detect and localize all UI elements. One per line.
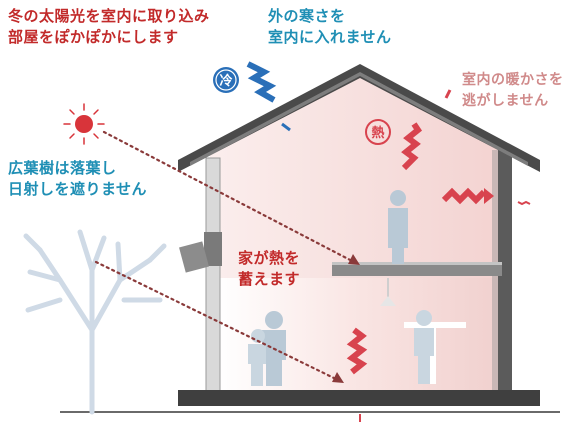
- warm-caption-line2: 逃がしません: [462, 93, 549, 109]
- heat-badge-text: 熱: [371, 125, 384, 141]
- left-wall: [205, 157, 221, 395]
- cold-caption-line2: 室内に入れません: [268, 28, 392, 46]
- person-icon-upstairs: [388, 190, 408, 264]
- warm-caption-line1: 室内の暖かさを: [462, 72, 564, 88]
- heat-blocked-icon: [517, 200, 531, 206]
- house-caption-line2: 蓄えます: [238, 270, 301, 288]
- tree-caption-line1: 広葉樹は落葉し: [8, 159, 117, 177]
- house-caption: 家が熱を 蓄えます: [238, 248, 300, 290]
- tree-icon: [23, 229, 167, 415]
- cold-blocked-icon: [281, 122, 291, 132]
- sun-caption-line2: 部屋をぽかぽかにします: [8, 28, 179, 46]
- window: [204, 232, 222, 266]
- sun-ray-lower: [94, 260, 340, 382]
- second-floor-slab: [332, 264, 502, 276]
- sun-caption-line1: 冬の太陽光を室内に取り込み: [8, 7, 210, 25]
- lamp-icon: [380, 296, 396, 306]
- sun-ray-upper-arrowhead: [348, 254, 360, 265]
- sun-ray-lower-arrowhead: [332, 372, 344, 383]
- sun-caption: 冬の太陽光を室内に取り込み 部屋をぽかぽかにします: [8, 6, 210, 48]
- cold-wave-icon: [246, 61, 277, 103]
- heat-wave-icon-upper: [401, 122, 423, 171]
- warm-caption: 室内の暖かさを 逃がしません: [462, 70, 564, 112]
- table: [404, 322, 466, 328]
- heat-wave-icon-lower: [346, 327, 368, 375]
- warm-escape-icon: [444, 89, 452, 99]
- second-floor-slab-top: [332, 262, 502, 265]
- house-caption-line1: 家が熱を: [238, 249, 301, 267]
- person-icon-downstairs-3: [414, 310, 434, 384]
- person-icon-downstairs-1: [262, 311, 286, 386]
- cold-badge-icon: [213, 67, 239, 93]
- heat-badge-icon: [365, 119, 391, 145]
- sun-ray-upper: [102, 130, 356, 264]
- heat-wave-icon-right: [441, 187, 487, 205]
- sun-icon: [63, 103, 105, 145]
- cold-caption-line1: 外の寒さを: [268, 7, 346, 25]
- tree-caption-line2: 日射しを遮りません: [8, 180, 148, 198]
- foundation: [178, 390, 540, 406]
- right-wall: [498, 150, 512, 394]
- cold-badge-text: 冷: [219, 73, 232, 89]
- tree-caption: 広葉樹は落葉し 日射しを遮りません: [8, 158, 147, 200]
- window-shade: [179, 241, 209, 273]
- heat-wave-right-arrowhead: [484, 188, 494, 204]
- cold-caption: 外の寒さを 室内に入れません: [268, 6, 392, 48]
